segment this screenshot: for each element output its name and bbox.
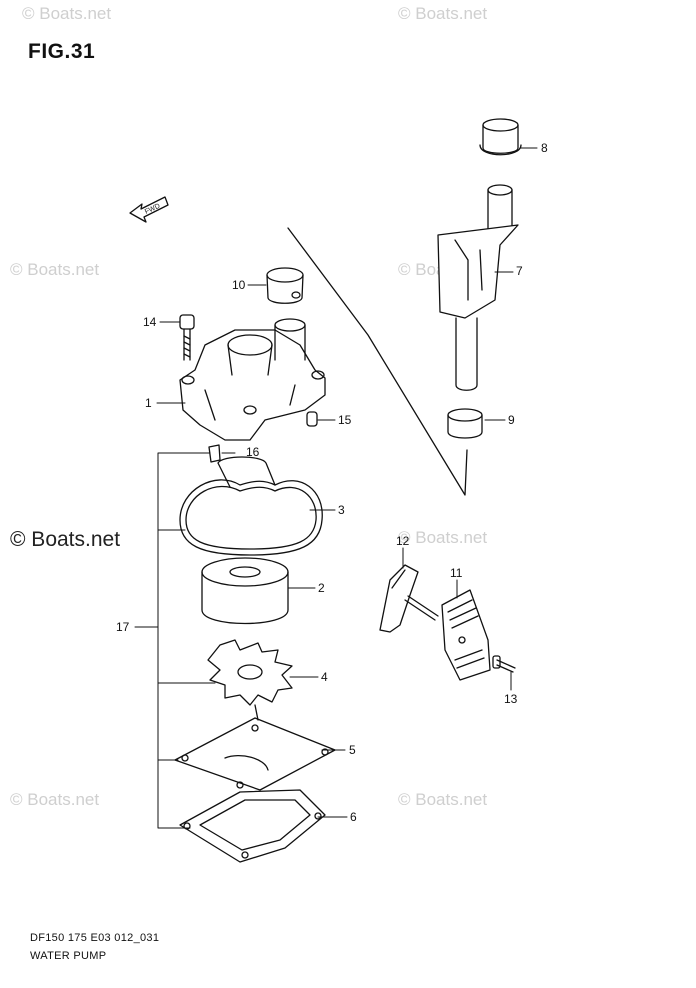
callout-4: 4 [321, 670, 328, 684]
callout-13: 13 [504, 692, 518, 706]
part-9-grommet [447, 408, 483, 439]
part-2-liner [201, 557, 289, 625]
fwd-arrow-icon: FWD [129, 196, 169, 223]
part-11-plate [441, 589, 491, 681]
part-12-lever [379, 564, 439, 633]
part-4-impeller [207, 639, 293, 721]
callout-8: 8 [541, 141, 548, 155]
part-14-bolt [179, 314, 195, 361]
part-8-grommet [479, 118, 522, 156]
callout-10: 10 [232, 278, 246, 292]
leader-lines [134, 147, 538, 829]
callout-1: 1 [145, 396, 152, 410]
callout-14: 14 [143, 315, 157, 329]
figure-name: WATER PUMP [30, 950, 107, 962]
part-3-o-ring [179, 456, 323, 556]
watermark: © Boats.net [10, 528, 121, 551]
part-1-pump-case [179, 318, 326, 441]
callout-6: 6 [350, 810, 357, 824]
watermark: © Boats.net [398, 790, 488, 809]
callout-5: 5 [349, 743, 356, 757]
part-16-key [208, 444, 221, 463]
watermark: © Boats.net [10, 790, 100, 809]
watermark: © Boats.net [398, 4, 488, 23]
callout-3: 3 [338, 503, 345, 517]
callout-2: 2 [318, 581, 325, 595]
callout-17: 17 [116, 620, 130, 634]
callout-15: 15 [338, 413, 352, 427]
watermark: © Boats.net [398, 528, 488, 547]
figure-title: FIG.31 [28, 40, 96, 63]
callout-12: 12 [396, 534, 410, 548]
callout-9: 9 [508, 413, 515, 427]
part-6-gasket [179, 789, 326, 863]
callout-11: 11 [450, 566, 463, 580]
watermark: © Boats.net [22, 4, 112, 23]
fwd-arrow-label: FWD [144, 203, 161, 216]
callout-7: 7 [516, 264, 523, 278]
part-7-water-tube [437, 184, 519, 391]
figure-code: DF150 175 E03 012_031 [30, 932, 160, 944]
part-15-pin [306, 411, 318, 427]
watermark: © Boats.net [10, 260, 100, 279]
part-13-screw [492, 655, 516, 673]
assembly-divider-line [287, 227, 468, 496]
callout-16: 16 [246, 445, 260, 459]
part-5-gasket [174, 717, 336, 791]
part-10-seal [266, 267, 304, 304]
